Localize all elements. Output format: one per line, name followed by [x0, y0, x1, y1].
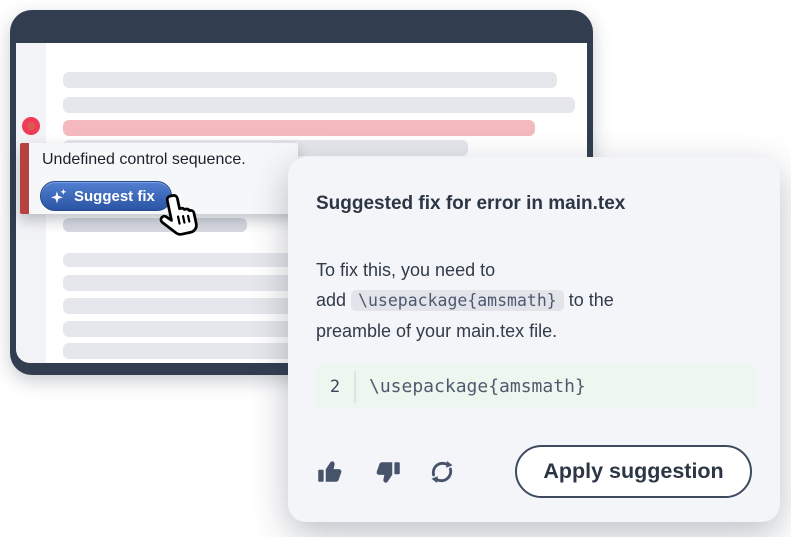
card-body-text: To fix this, you need to add \usepackage…: [316, 255, 752, 346]
error-marker-dot[interactable]: [22, 117, 40, 135]
code-suggestion-block: 2 \usepackage{amsmath}: [316, 364, 756, 409]
card-title: Suggested fix for error in main.tex: [316, 193, 626, 214]
skeleton-line: [63, 72, 557, 88]
body-line2-after: to the: [563, 290, 614, 310]
suggested-code: \usepackage{amsmath}: [369, 376, 586, 397]
regenerate-icon[interactable]: [428, 457, 458, 487]
error-line-highlight: [63, 120, 535, 136]
card-footer: Apply suggestion: [316, 444, 752, 499]
suggestion-card: Suggested fix for error in main.tex To f…: [288, 157, 780, 522]
error-tooltip: Undefined control sequence. Suggest fix: [20, 143, 298, 214]
suggest-fix-label: Suggest fix: [74, 187, 155, 205]
skeleton-line: [63, 218, 247, 232]
inline-code-chip: \usepackage{amsmath}: [351, 290, 564, 311]
body-line3: preamble of your main.tex file.: [316, 321, 558, 341]
code-gutter-divider: [354, 370, 356, 403]
thumbs-up-button[interactable]: [316, 457, 346, 487]
thumbs-down-button[interactable]: [372, 457, 402, 487]
suggest-fix-button[interactable]: Suggest fix: [40, 181, 172, 211]
error-message: Undefined control sequence.: [42, 151, 246, 168]
sparkle-icon: [51, 188, 68, 205]
code-line-number: 2: [329, 376, 341, 397]
body-line1: To fix this, you need to: [316, 260, 496, 280]
hand-cursor: [157, 192, 201, 240]
skeleton-line: [63, 97, 575, 113]
body-line2-before: add: [316, 290, 352, 310]
apply-suggestion-button[interactable]: Apply suggestion: [515, 445, 752, 498]
